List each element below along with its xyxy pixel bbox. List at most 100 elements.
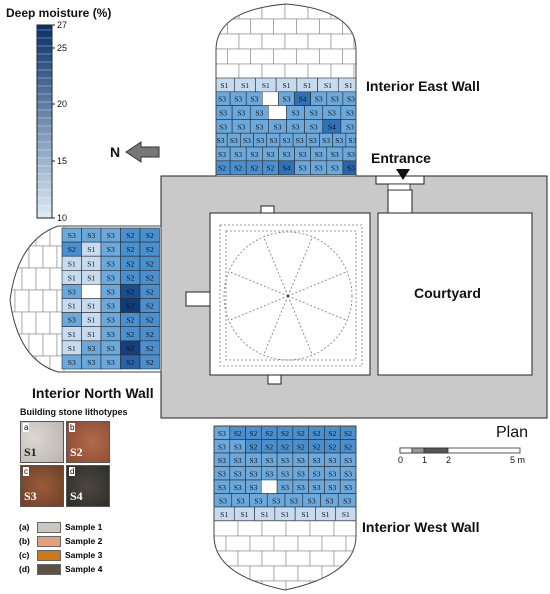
masonry-block xyxy=(42,245,58,269)
wall-opening xyxy=(268,105,287,120)
stone-label: S3 xyxy=(347,164,355,173)
stone-label: S3 xyxy=(255,122,263,131)
stone-label: S3 xyxy=(331,164,339,173)
masonry-block xyxy=(342,18,356,35)
stone-label: S1 xyxy=(87,316,95,325)
stone-label: S3 xyxy=(234,442,242,451)
stone-label: S2 xyxy=(250,164,258,173)
masonry-block xyxy=(21,267,37,291)
stone-label: S2 xyxy=(146,358,154,367)
legend-letter: (c) xyxy=(19,550,30,560)
masonry-block xyxy=(285,520,311,537)
masonry-block xyxy=(284,63,309,80)
stone-label: S3 xyxy=(266,150,274,159)
photo-sample-code: S1 xyxy=(24,445,37,459)
lithotype-photo-d: d S4 xyxy=(66,465,110,507)
stone-label: S1 xyxy=(220,81,228,90)
masonry-block xyxy=(216,63,240,80)
masonry-block xyxy=(10,245,16,269)
stone-label: S2 xyxy=(234,164,242,173)
entrance-label: Entrance xyxy=(371,150,431,166)
stone-label: S3 xyxy=(335,136,343,145)
east-wall-title: Interior East Wall xyxy=(366,78,480,94)
stone-label: S2 xyxy=(126,316,134,325)
stone-label: S3 xyxy=(283,150,291,159)
stone-label: S2 xyxy=(146,245,154,254)
stone-label: S3 xyxy=(322,136,330,145)
stone-label: S2 xyxy=(146,344,154,353)
stone-label: S1 xyxy=(322,510,330,519)
scale-tick: 2 xyxy=(446,455,452,465)
masonry-block xyxy=(261,4,286,20)
masonry-block xyxy=(309,520,335,537)
masonry-block xyxy=(216,33,240,50)
legend-swatch xyxy=(37,521,61,533)
stone-label: S3 xyxy=(219,496,227,505)
stone-label: S3 xyxy=(292,109,300,118)
colorbar-tick: 25 xyxy=(57,43,68,53)
masonry-block xyxy=(309,550,335,567)
masonry-block xyxy=(250,18,274,35)
masonry-block xyxy=(296,48,320,65)
stone-label: S2 xyxy=(146,259,154,268)
stone-label: S2 xyxy=(218,164,226,173)
stone-label: S2 xyxy=(297,442,305,451)
masonry-block xyxy=(345,535,356,552)
masonry-block xyxy=(14,289,30,313)
stone-label: S3 xyxy=(218,469,226,478)
masonry-block xyxy=(28,333,44,357)
masonry-block xyxy=(249,535,275,552)
stone-label: S3 xyxy=(283,95,291,104)
photo-sample-code: S3 xyxy=(24,489,37,503)
legend-swatch xyxy=(37,549,61,561)
stone-label: S3 xyxy=(344,483,352,492)
stone-label: S3 xyxy=(309,136,317,145)
masonry-block xyxy=(21,311,37,335)
stone-label: S3 xyxy=(256,136,264,145)
stone-label: S3 xyxy=(315,95,323,104)
stone-label: S3 xyxy=(243,136,251,145)
masonry-block xyxy=(333,580,356,590)
stone-label: S1 xyxy=(281,510,289,519)
masonry-block xyxy=(42,289,58,313)
legend-swatch xyxy=(37,535,61,547)
photo-letter: c xyxy=(23,467,29,476)
stone-label: S3 xyxy=(281,456,289,465)
stone-label: S3 xyxy=(297,456,305,465)
stone-label: S3 xyxy=(269,136,277,145)
stone-label: S1 xyxy=(68,344,76,353)
plan-label: Plan xyxy=(496,424,529,441)
masonry-block xyxy=(250,48,274,65)
stone-label: S3 xyxy=(265,456,273,465)
stone-label: S3 xyxy=(308,496,316,505)
stone-label: S3 xyxy=(331,95,339,104)
stone-label: S3 xyxy=(272,496,280,505)
photo-sample-code: S2 xyxy=(70,445,83,459)
stone-label: S3 xyxy=(344,469,352,478)
stone-label: S2 xyxy=(126,330,134,339)
stone-label: S2 xyxy=(344,429,352,438)
stone-label: S3 xyxy=(325,496,333,505)
stone-label: S3 xyxy=(87,358,95,367)
stone-label: S2 xyxy=(126,245,134,254)
masonry-block xyxy=(10,226,23,247)
stone-label: S3 xyxy=(237,109,245,118)
masonry-block xyxy=(10,289,16,313)
masonry-block xyxy=(214,565,227,582)
stone-label: S2 xyxy=(344,442,352,451)
stone-label: S3 xyxy=(249,483,257,492)
colorbar-tick: 20 xyxy=(57,99,68,109)
masonry-block xyxy=(214,580,239,590)
masonry-block xyxy=(296,18,320,35)
stone-label: S3 xyxy=(234,95,242,104)
stone-label: S3 xyxy=(347,95,355,104)
stone-label: S3 xyxy=(290,496,298,505)
stone-label: S2 xyxy=(265,442,273,451)
stone-label: S3 xyxy=(107,344,115,353)
stone-label: S1 xyxy=(301,510,309,519)
stone-label: S2 xyxy=(249,442,257,451)
stone-label: S3 xyxy=(313,456,321,465)
stone-label: S2 xyxy=(281,429,289,438)
